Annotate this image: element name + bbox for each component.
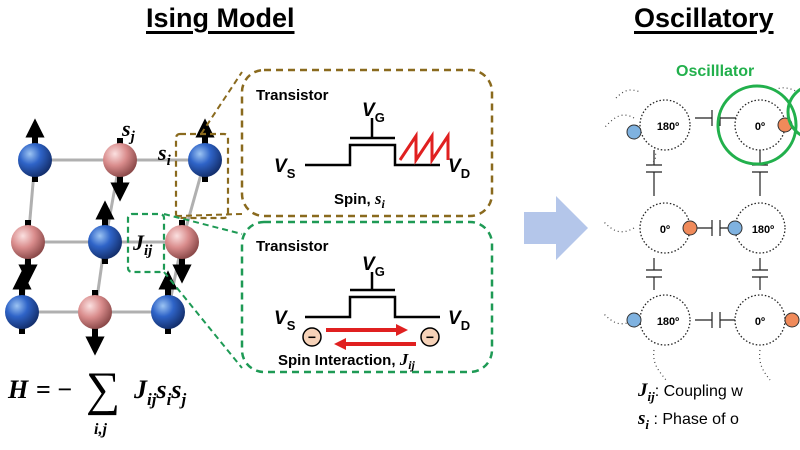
spin-blue (18, 143, 52, 177)
spin-pink (78, 295, 112, 329)
label-jij: Jij (132, 230, 153, 259)
spin-blue (5, 295, 39, 329)
sawtooth-signal (398, 131, 450, 165)
coupling-highlight-box (126, 212, 166, 274)
box2-title: Transistor (256, 238, 329, 255)
svg-text:180º: 180º (657, 316, 679, 328)
spin-blue (88, 225, 122, 259)
svg-text:H: H (7, 375, 29, 404)
svg-text:0º: 0º (755, 121, 765, 133)
svg-text:180º: 180º (657, 121, 679, 133)
box2-caption: Spin Interaction, Jij (278, 350, 416, 372)
label-sj: sj (121, 116, 136, 145)
spin-pink (165, 225, 199, 259)
oscillator-highlight-circle (716, 84, 798, 166)
spin-blue (188, 143, 222, 177)
electron-right (420, 327, 440, 347)
oscillator-legend: Jij: Coupling w si : Phase of o (637, 380, 743, 432)
svg-text:180º: 180º (752, 224, 774, 236)
box1-caption: Spin, si (334, 189, 385, 211)
svg-text:−: − (308, 329, 316, 345)
svg-text:si : Phase of o: si : Phase of o (637, 408, 739, 432)
svg-text:Jij: Coupling w: Jij: Coupling w (637, 380, 743, 404)
svg-text:−: − (426, 329, 434, 345)
spin-pink (11, 225, 45, 259)
svg-text:0º: 0º (660, 224, 670, 236)
transistor-symbol (305, 272, 440, 319)
ising-model-title: Ising Model (146, 3, 295, 33)
svg-text:∑: ∑ (86, 363, 120, 416)
transistor-symbol (305, 118, 440, 167)
hamiltonian-equation: H = − ∑ i,j Jijsisj (7, 363, 186, 438)
oscillator-network: 180º 0º 0º 180º 180º 0º Oscilllator (603, 63, 800, 381)
transistor-box-spin: Transistor VG VS VD Spin, si (240, 68, 494, 218)
svg-text:VS: VS (274, 156, 296, 181)
box1-title: Transistor (256, 87, 329, 104)
transition-arrow (524, 196, 588, 260)
oscillatory-title: Oscillatory (634, 3, 774, 33)
svg-text:0º: 0º (755, 316, 765, 328)
svg-text:VD: VD (448, 156, 470, 181)
svg-text:Jijsisj: Jijsisj (133, 375, 186, 409)
svg-text:i,j: i,j (94, 421, 107, 438)
svg-text:VS: VS (274, 308, 296, 333)
oscillator-highlight-circle (786, 87, 800, 137)
spin-pink (103, 143, 137, 177)
label-si: si (157, 140, 172, 169)
oscillator-label: Oscilllator (676, 63, 754, 80)
svg-text:VG: VG (362, 254, 385, 279)
svg-text:VD: VD (448, 308, 470, 333)
spin-spheres (5, 143, 222, 329)
transistor-box-interaction: Transistor VG VS VD − − Spin Interaction… (240, 220, 494, 374)
spin-blue (151, 295, 185, 329)
electron-left (302, 327, 322, 347)
svg-text:= −: = − (36, 375, 72, 404)
svg-text:VG: VG (362, 100, 385, 125)
